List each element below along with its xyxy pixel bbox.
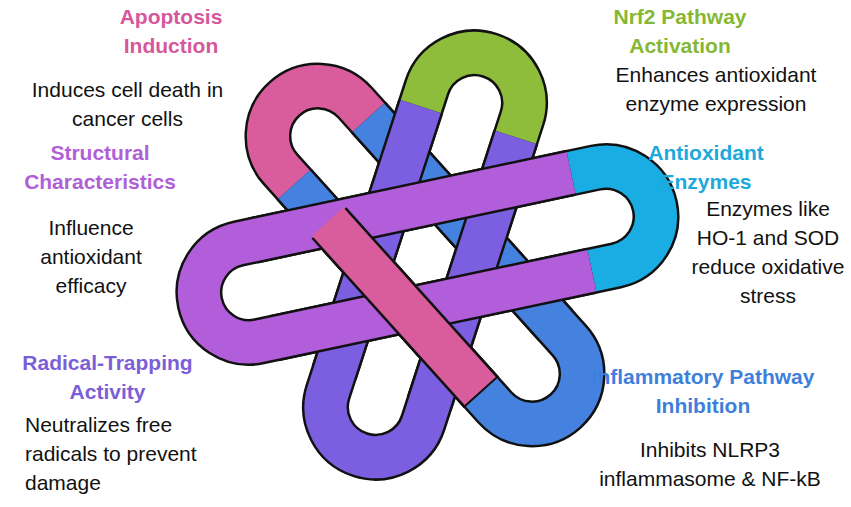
concept-block: Structural CharacteristicsInfluence anti… (5, 138, 205, 303)
concept-block: Apoptosis InductionInduces cell death in… (5, 2, 250, 142)
item-description: Influence antioxidant efficacy (5, 213, 177, 300)
item-heading: Structural Characteristics (5, 138, 195, 196)
item-description: Inhibits NLRP3 inflammasome & NF-kB (572, 435, 848, 493)
loop-group (190, 40, 666, 470)
item-heading: Nrf2 Pathway Activation (585, 2, 775, 60)
item-heading: Radical-Trapping Activity (5, 348, 210, 406)
concept-block: Antioxidant EnzymesEnzymes like HO-1 and… (620, 138, 848, 343)
concept-block: Nrf2 Pathway ActivationEnhances antioxid… (585, 2, 847, 122)
item-heading: Inflammatory Pathway Inhibition (578, 362, 828, 420)
item-description: Enhances antioxidant enzyme expression (585, 60, 847, 118)
item-heading: Apoptosis Induction (93, 2, 249, 60)
item-description: Neutralizes free radicals to prevent dam… (25, 410, 245, 497)
item-description: Enzymes like HO-1 and SOD reduce oxidati… (688, 194, 848, 310)
item-heading: Antioxidant Enzymes (620, 138, 792, 196)
item-description: Induces cell death in cancer cells (5, 75, 250, 133)
concept-block: Radical-Trapping ActivityNeutralizes fre… (5, 348, 245, 500)
loop-overlap (328, 222, 482, 393)
loop-band (328, 222, 481, 391)
concept-block: Inflammatory Pathway InhibitionInhibits … (572, 362, 848, 502)
